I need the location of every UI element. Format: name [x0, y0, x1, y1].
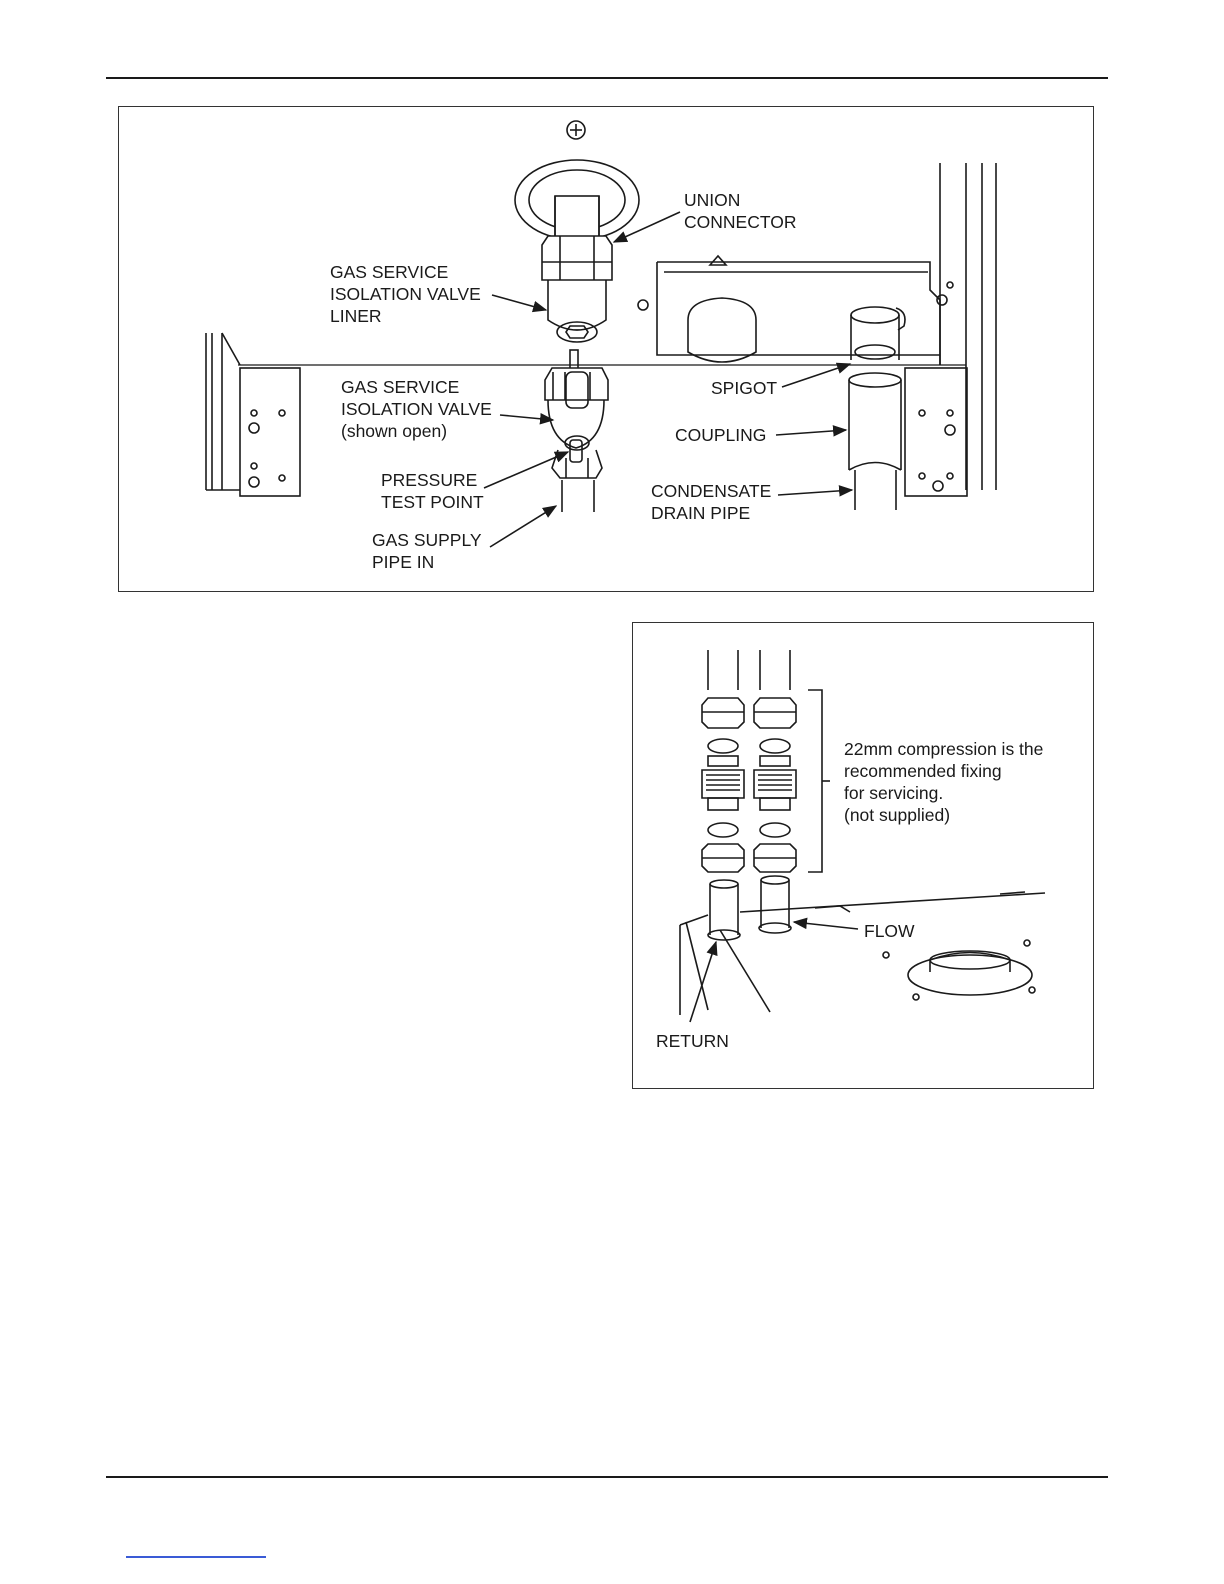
- compression-fitting-stack-left: [702, 650, 744, 872]
- bracket: [808, 690, 822, 872]
- boiler-top: [680, 876, 1045, 1015]
- label-return: RETURN: [656, 1030, 729, 1052]
- compression-fitting-stack-right: [754, 650, 796, 872]
- compression-fitting-note: 22mm compression is the recommended fixi…: [844, 738, 1043, 826]
- label-flow: FLOW: [864, 920, 915, 942]
